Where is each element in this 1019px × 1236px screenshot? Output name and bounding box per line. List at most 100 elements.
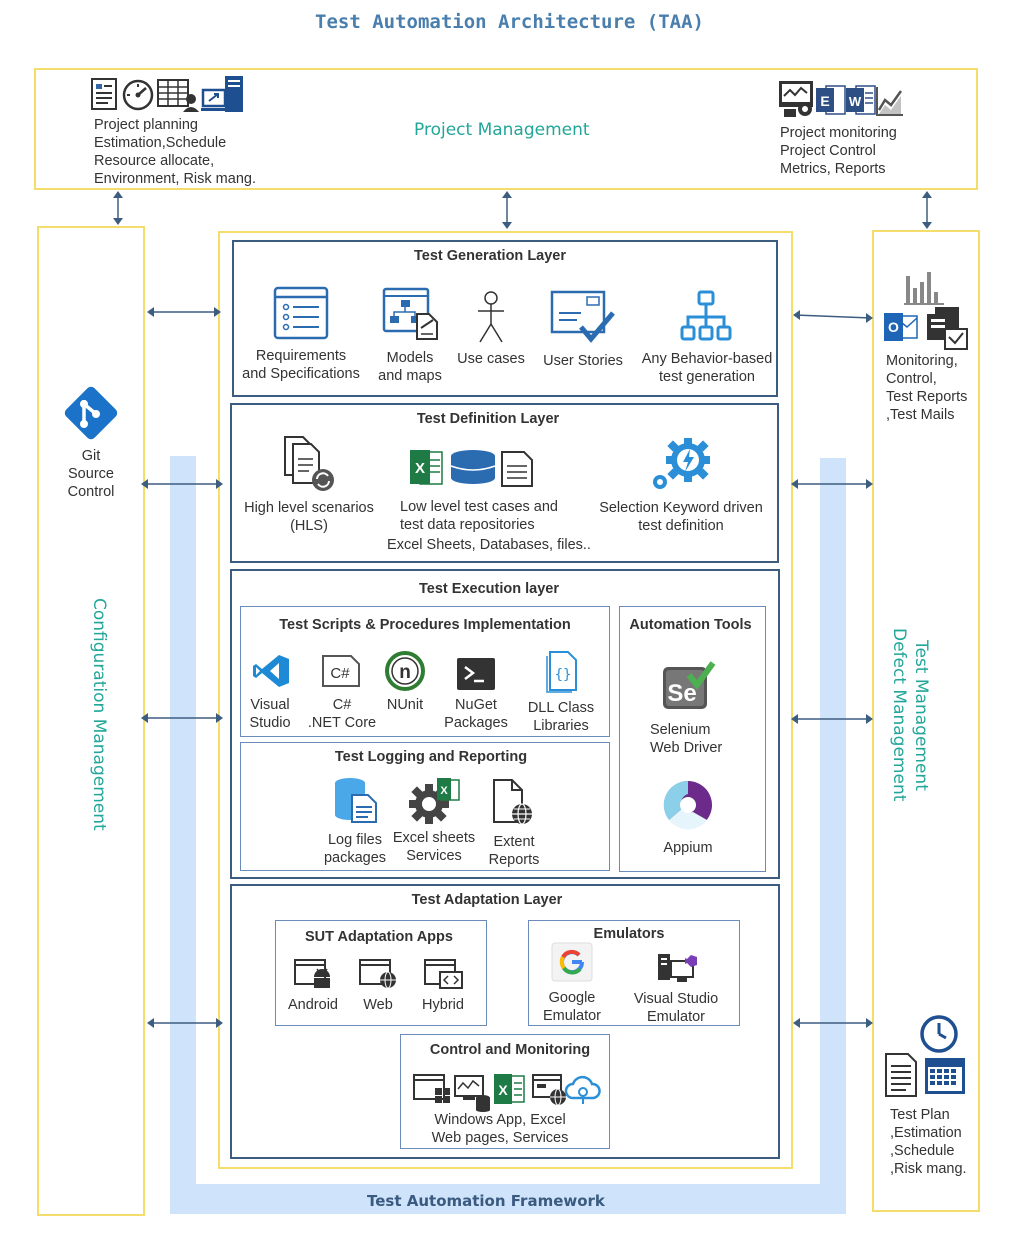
- pm-framework-arrow: [502, 191, 512, 229]
- logging-box: [240, 742, 610, 871]
- arrow-generation-testmgmt: [793, 310, 873, 323]
- nunit-icon: n: [385, 651, 425, 691]
- nuget-terminal-icon: [457, 658, 495, 690]
- outlook-icon: O: [884, 313, 918, 341]
- excel-gear-icon: X: [409, 778, 460, 824]
- git-icon: [64, 386, 118, 440]
- arrow-config-definition: [141, 479, 223, 489]
- hls-label: High level scenarios(HLS): [244, 500, 374, 534]
- svg-text:C#: C#: [330, 665, 350, 682]
- test-management-box: [872, 230, 980, 1212]
- low-level-label: Low level test cases and test data repos…: [387, 499, 591, 553]
- project-planning-text: Project planning Estimation,Schedule Res…: [94, 117, 256, 187]
- configuration-management-label: Configuration Management: [89, 598, 109, 831]
- csharp-icon: C#: [322, 655, 360, 687]
- excel-database-doc-icon: X: [410, 450, 533, 487]
- configuration-management-box: [37, 226, 145, 1216]
- svg-text:O: O: [888, 319, 899, 335]
- monitor-settings-icon: [779, 81, 813, 117]
- hierarchy-icon: [680, 290, 732, 341]
- test-adaptation-layer: [230, 884, 780, 1159]
- test-execution-title: Test Execution layer: [419, 581, 559, 597]
- arrow-config-execution: [141, 713, 223, 723]
- project-management-label: Project Management: [414, 120, 590, 140]
- gear-lightning-icon: [653, 438, 710, 489]
- test-generation-title: Test Generation Layer: [413, 248, 567, 264]
- arrow-config-adaptation: [147, 1018, 223, 1028]
- emulators-title: Emulators: [593, 926, 665, 942]
- page-title: Test Automation Architecture (TAA): [315, 11, 704, 33]
- svg-text:W: W: [849, 94, 862, 109]
- models-icon: [382, 287, 438, 340]
- arrow-execution-testmgmt: [791, 714, 873, 724]
- resource-grid-icon: [157, 79, 199, 112]
- word-icon: W: [846, 85, 876, 115]
- svg-text:n: n: [399, 662, 411, 683]
- appium-label: Appium: [663, 840, 713, 856]
- line-chart-icon: [876, 87, 903, 116]
- log-database-icon: [335, 778, 377, 823]
- scripts-box: [240, 606, 610, 737]
- web-label: Web: [363, 997, 393, 1013]
- google-icon: [551, 942, 593, 982]
- test-plan-text: Test Plan ,Estimation ,Schedule ,Risk ma…: [890, 1107, 967, 1177]
- svg-text:E: E: [820, 93, 829, 109]
- svg-text:X: X: [415, 460, 425, 477]
- test-plan-document-icon: [885, 1053, 917, 1097]
- dll-file-icon: {}: [546, 651, 577, 693]
- vs-emulator-icon: [658, 954, 697, 982]
- control-excel-icon: X: [494, 1074, 525, 1104]
- android-label: Android: [288, 997, 338, 1013]
- document-icon: [91, 78, 117, 110]
- selenium-icon: Se: [663, 661, 716, 709]
- svg-text:Se: Se: [667, 680, 696, 707]
- requirements-icon: [273, 286, 329, 340]
- calendar-icon: [925, 1058, 965, 1094]
- excel-icon: E: [816, 85, 846, 115]
- bar-chart-icon: [904, 272, 944, 305]
- windows-app-icon: [413, 1074, 450, 1103]
- project-management-box: [34, 68, 978, 190]
- dashboard-gauge-icon: [122, 79, 154, 111]
- arrow-config-generation: [147, 307, 221, 317]
- framework-label: Test Automation Framework: [367, 1192, 605, 1210]
- monitor-db-icon: [454, 1075, 490, 1112]
- sut-box: [275, 920, 487, 1026]
- web-page-icon: [532, 1074, 566, 1106]
- web-window-icon: [359, 959, 396, 989]
- framework-band-bottom: [170, 1184, 846, 1214]
- automation-tools-title: Automation Tools: [629, 617, 752, 633]
- arrow-definition-testmgmt: [791, 479, 873, 489]
- stick-figure-icon: [478, 291, 504, 343]
- pm-config-arrow: [113, 191, 123, 225]
- scripts-title: Test Scripts & Procedures Implementation: [279, 617, 571, 633]
- user-stories-label: User Stories: [543, 353, 623, 369]
- hybrid-window-icon: [424, 959, 463, 989]
- svg-text:{}: {}: [555, 667, 572, 683]
- csharp-label: C#.NET Core: [307, 697, 377, 731]
- cloud-service-icon: [564, 1075, 601, 1104]
- android-window-icon: [294, 959, 330, 988]
- automation-tools-box: [619, 606, 766, 872]
- nunit-label: NUnit: [386, 697, 424, 713]
- user-stories-icon: [550, 290, 615, 343]
- sut-title: SUT Adaptation Apps: [305, 929, 453, 945]
- pm-testmgmt-arrow: [922, 191, 932, 229]
- computer-icon: [201, 76, 243, 112]
- web-report-icon: [493, 779, 532, 825]
- git-label: Git Source Control: [67, 448, 115, 500]
- project-monitoring-text: Project monitoring Project Control Metri…: [780, 125, 897, 177]
- emulators-box: [528, 920, 740, 1026]
- test-definition-layer: [230, 403, 779, 563]
- test-definition-title: Test Definition Layer: [416, 411, 560, 427]
